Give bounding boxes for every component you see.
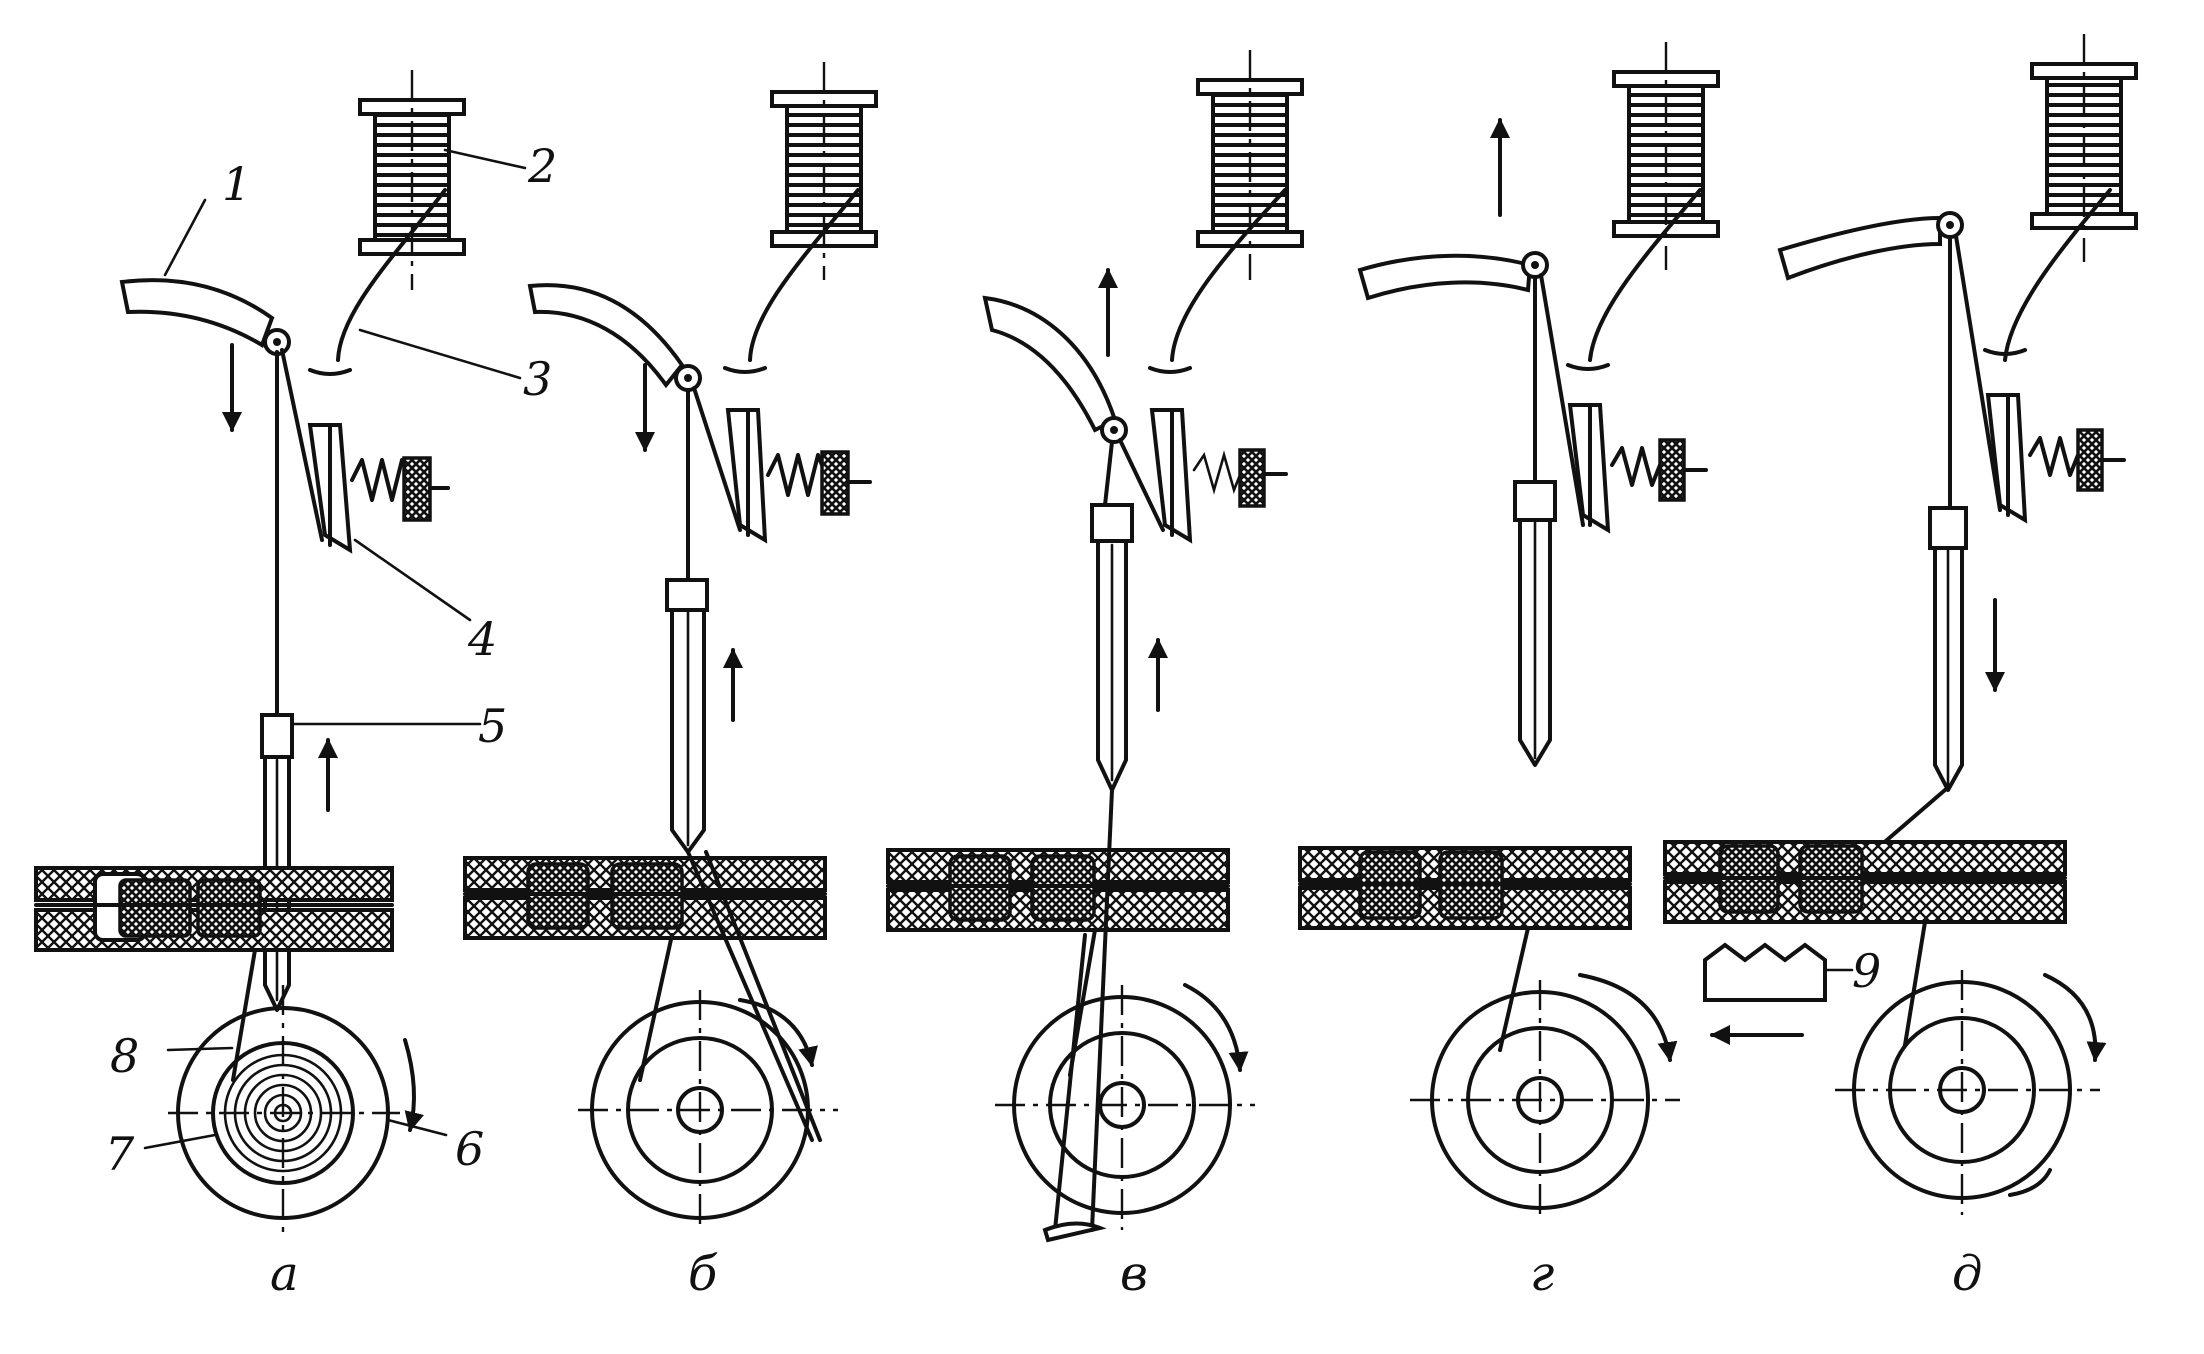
fabric bbox=[886, 848, 1230, 932]
take-up-arm bbox=[1357, 251, 1549, 301]
spool-icon bbox=[1612, 42, 1720, 270]
take-up-arm bbox=[527, 283, 702, 392]
stage-c: в bbox=[886, 50, 1304, 1302]
label-arm: 1 bbox=[222, 157, 251, 211]
take-up-arm bbox=[119, 278, 291, 356]
tensioner-icon bbox=[307, 368, 450, 554]
fabric bbox=[1663, 840, 2067, 924]
label-tensioner: 4 bbox=[467, 612, 497, 666]
label-bobbin-thread: 8 bbox=[110, 1029, 139, 1083]
caption-stage-e: д bbox=[1952, 1246, 1982, 1302]
label-hook: 6 bbox=[455, 1122, 484, 1176]
fabric bbox=[463, 856, 827, 940]
stage-d: г bbox=[1298, 42, 1720, 1302]
caption-stage-b: б bbox=[688, 1246, 718, 1302]
tensioner-icon bbox=[723, 366, 872, 544]
take-up-arm bbox=[1777, 211, 1964, 281]
fabric bbox=[1298, 846, 1632, 930]
label-thread: 3 bbox=[523, 352, 552, 406]
label-bobbin: 7 bbox=[105, 1127, 135, 1181]
spool-icon bbox=[2030, 34, 2138, 262]
label-spool: 2 bbox=[527, 139, 557, 193]
tensioner-icon bbox=[1983, 348, 2126, 524]
caption-stage-c: в bbox=[1120, 1246, 1148, 1302]
spool-icon bbox=[1196, 50, 1304, 280]
label-feed-dog: 9 bbox=[1852, 944, 1881, 998]
stage-e: 9 д bbox=[1663, 34, 2138, 1302]
stage-a: 1 2 3 4 5 8 7 6 а bbox=[34, 70, 557, 1302]
feed-dog-icon bbox=[1703, 942, 1827, 1002]
tensioner-icon bbox=[1566, 363, 1708, 534]
tensioner-icon bbox=[1148, 366, 1288, 544]
caption-stage-d: г bbox=[1530, 1246, 1554, 1302]
caption-stage-a: а bbox=[270, 1246, 299, 1302]
spool-icon bbox=[358, 70, 466, 290]
label-needle-eye: 5 bbox=[478, 699, 507, 753]
fabric bbox=[34, 866, 394, 952]
take-up-arm bbox=[982, 295, 1128, 444]
stage-b: б bbox=[463, 62, 878, 1302]
spool-icon bbox=[770, 62, 878, 280]
